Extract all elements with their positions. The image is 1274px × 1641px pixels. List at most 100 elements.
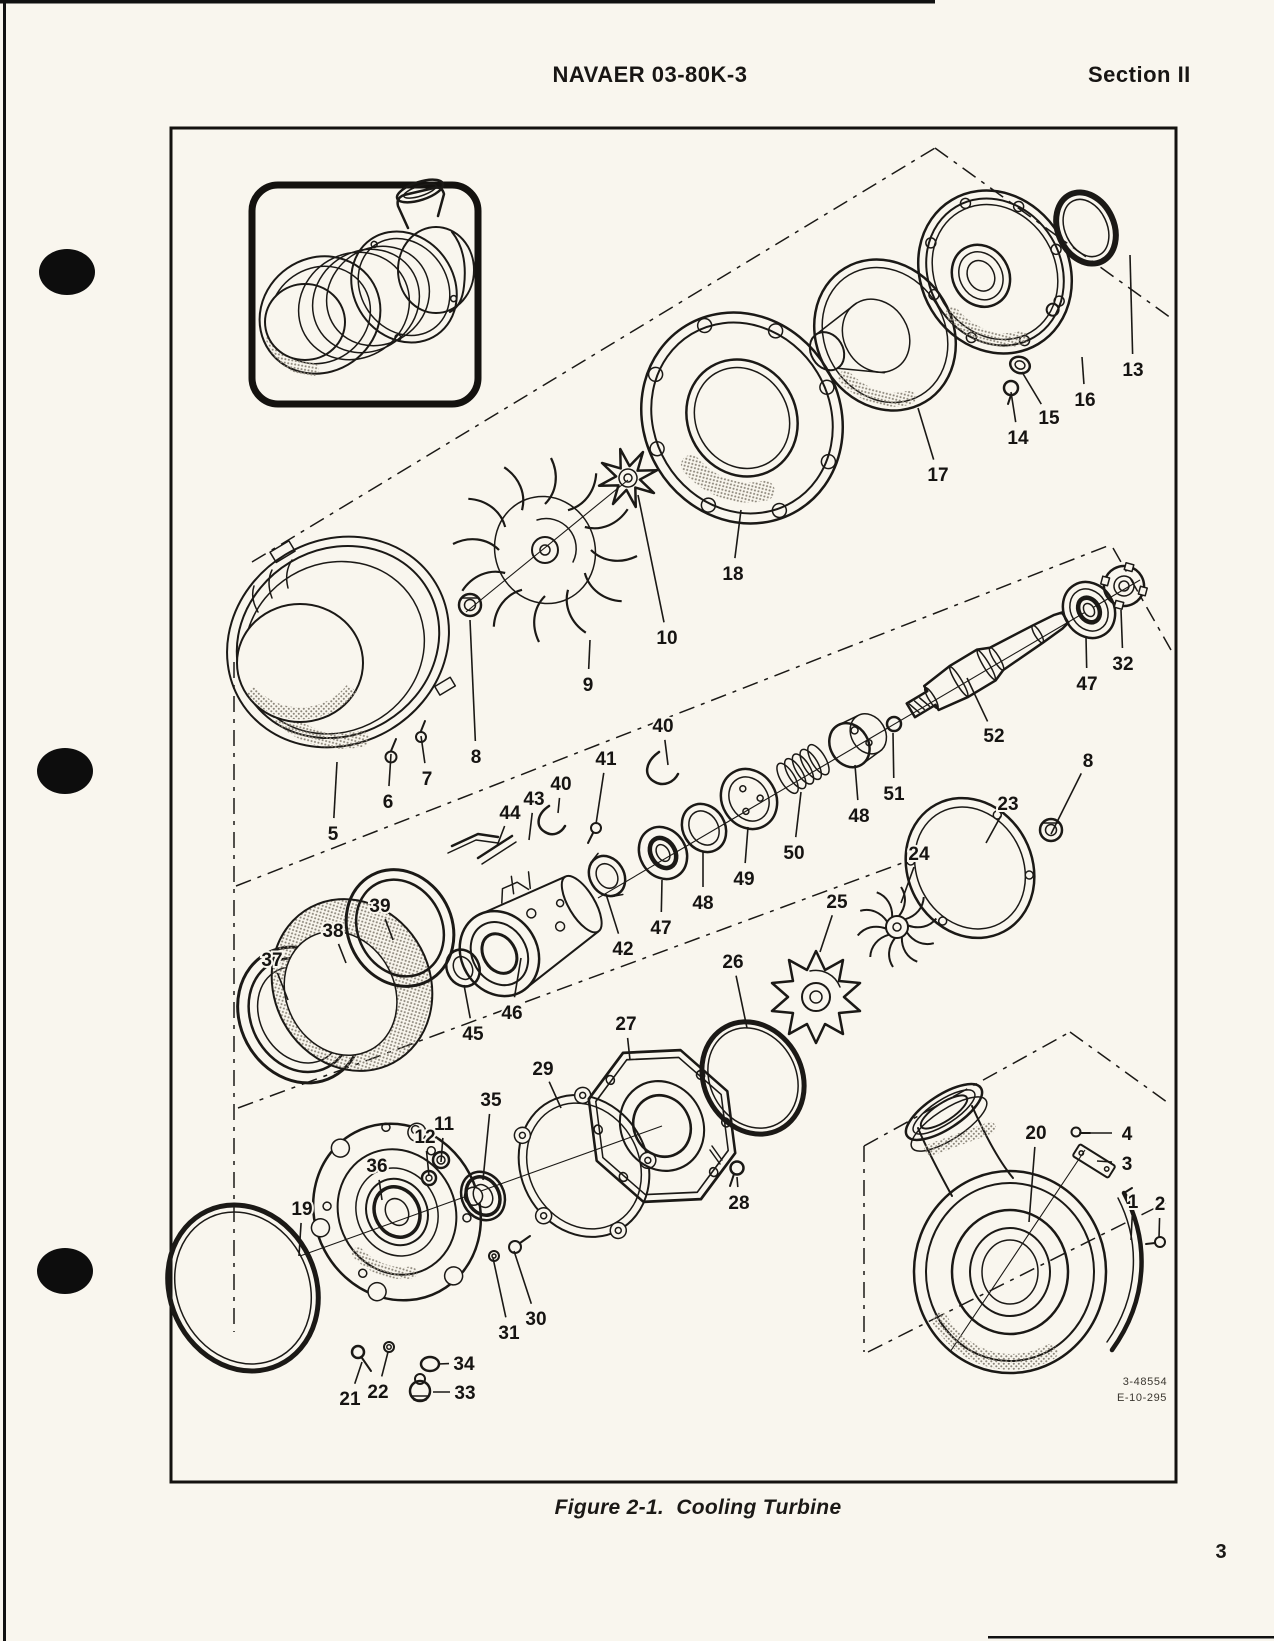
punch-hole — [37, 1248, 93, 1294]
part-oil-slinger-49 — [719, 767, 779, 831]
part-number-label: 47 — [1076, 674, 1097, 695]
part-shaft-nut-32 — [1099, 561, 1149, 611]
leader-line — [276, 972, 289, 1001]
part-number-label: 6 — [383, 792, 394, 813]
leader-line — [1085, 636, 1088, 669]
part-number-label: 9 — [583, 675, 594, 696]
part-dome — [236, 603, 364, 723]
part-screw-28 — [709, 1145, 745, 1187]
part-nut-8b — [1038, 817, 1064, 843]
leader-line — [557, 797, 561, 814]
part-screw-41 — [587, 822, 602, 844]
part-number-label: 52 — [983, 726, 1004, 747]
part-number-label: 4 — [1122, 1124, 1133, 1145]
leader-line — [1028, 1146, 1036, 1223]
part-number-label: 36 — [366, 1156, 387, 1177]
leader-line — [1120, 609, 1124, 649]
leader-line — [637, 494, 665, 623]
leader-line — [1050, 773, 1083, 835]
part-valve-nut-33 — [408, 1373, 432, 1403]
leader-line — [384, 918, 394, 941]
part-air-duct-17 — [808, 258, 958, 412]
part-plate-23 — [904, 796, 1036, 940]
figure-border — [169, 126, 1178, 1484]
part-number-label: 12 — [414, 1127, 435, 1148]
part-number-label: 15 — [1038, 408, 1060, 429]
part-number-label: 27 — [615, 1014, 636, 1035]
part-number-label: 49 — [733, 869, 754, 890]
scan-edge-top — [0, 0, 935, 4]
part-bushing-48b — [828, 713, 888, 769]
part-number-label: 23 — [997, 794, 1018, 815]
part-seal-35 — [459, 1170, 507, 1222]
leader-line — [892, 732, 895, 779]
part-number-label: 10 — [656, 628, 677, 649]
part-number-label: 37 — [261, 950, 282, 971]
part-seal-42 — [587, 852, 627, 898]
part-number-label: 8 — [471, 747, 482, 768]
header-section: Section II — [1088, 62, 1191, 87]
part-screw-2 — [1145, 1236, 1166, 1248]
leader-line — [1096, 1160, 1113, 1163]
part-number-label: 8 — [1083, 751, 1094, 772]
part-number-label: 26 — [722, 952, 743, 973]
leader-line — [794, 791, 802, 838]
part-oring-34 — [419, 1355, 441, 1373]
part-number-label: 21 — [339, 1389, 361, 1410]
part-bearing-carrier-46 — [458, 871, 603, 998]
part-number-label: 40 — [550, 774, 571, 795]
part-number-label: 32 — [1112, 654, 1133, 675]
figure-code-primary: 3-48554 — [1122, 1376, 1168, 1388]
part-number-label: 33 — [454, 1383, 475, 1404]
part-lockwire-44 — [447, 832, 500, 854]
leader-line — [337, 943, 347, 964]
part-number-label: 50 — [783, 843, 804, 864]
part-number-label: 48 — [692, 893, 713, 914]
part-number-label: 19 — [291, 1199, 312, 1220]
part-seal-45 — [445, 948, 481, 988]
page-number: 3 — [1215, 1541, 1227, 1563]
part-ball-51 — [885, 715, 903, 733]
assembled-unit-thumbnail — [248, 178, 482, 408]
leader-line — [900, 866, 915, 904]
part-retainer-clip-40 — [537, 804, 567, 836]
leader-line — [595, 772, 605, 825]
part-number-label: 11 — [434, 1114, 455, 1135]
part-number-label: 34 — [453, 1354, 475, 1375]
part-number-label: 35 — [480, 1090, 502, 1111]
part-screw-7 — [415, 720, 427, 743]
part-drive-screw-4 — [1070, 1126, 1091, 1138]
part-spring-50 — [776, 743, 830, 795]
part-diaphragm-27 — [587, 1048, 737, 1204]
leader-line — [734, 509, 742, 559]
part-retainer-ring-39 — [344, 868, 456, 988]
part-number-label: 31 — [498, 1323, 520, 1344]
dome-shading — [245, 684, 357, 720]
leader-line — [660, 879, 663, 913]
leader-line — [966, 677, 989, 722]
leader-line — [587, 639, 591, 670]
part-screw-30 — [508, 1235, 531, 1254]
part-number-label: 38 — [322, 921, 343, 942]
leader-line — [736, 1176, 739, 1188]
leader-line — [425, 1150, 430, 1177]
leader-line — [492, 1257, 507, 1318]
part-nameplate-3 — [1072, 1143, 1116, 1179]
leader-line — [1158, 1217, 1161, 1239]
leader-line — [626, 1037, 631, 1061]
part-spacer-48 — [680, 802, 728, 854]
figure-caption: Figure 2-1. Cooling Turbine — [554, 1496, 842, 1519]
part-number-label: 5 — [328, 824, 339, 845]
part-nut-8 — [457, 592, 483, 618]
part-number-label: 30 — [525, 1309, 546, 1330]
part-number-label: 24 — [908, 844, 930, 865]
part-number-label: 7 — [422, 769, 433, 790]
part-star-washer-10 — [597, 447, 659, 509]
part-number-label: 13 — [1122, 360, 1143, 381]
scan-edge-left — [3, 0, 6, 1641]
punch-hole — [39, 249, 95, 295]
part-number-label: 14 — [1007, 428, 1029, 449]
part-number-label: 25 — [826, 892, 848, 913]
part-number-label: 45 — [462, 1024, 484, 1045]
